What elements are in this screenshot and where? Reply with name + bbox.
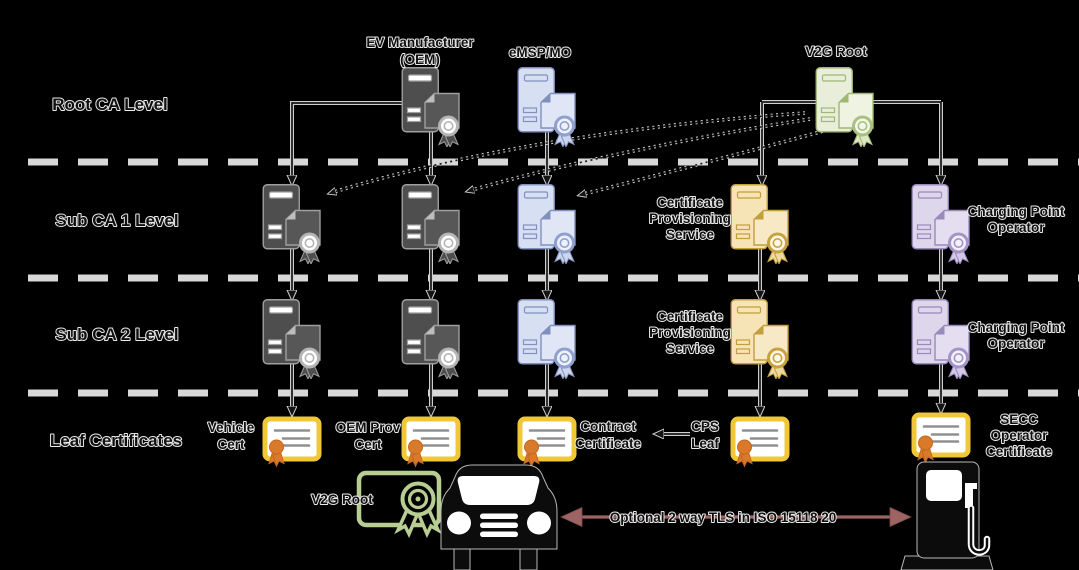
- rosette-dot: [415, 496, 421, 502]
- cpo-sub2-label-line2: Operator: [987, 336, 1045, 351]
- connector-halo-layer: [290, 100, 943, 436]
- vehicle-cert-label-line1: Vehicle: [208, 420, 255, 435]
- car-wheel-left: [453, 548, 471, 570]
- car-headlight-right: [527, 511, 551, 535]
- v2g-root-bottom-label: V2G Root: [311, 492, 373, 507]
- station-hose-core: [969, 506, 989, 554]
- level-label-root: Root CA Level: [52, 95, 168, 114]
- cps-sub1-label-line3: Service: [666, 227, 715, 242]
- cps-leaf-label-line2: Leaf: [691, 436, 719, 451]
- cps-leaf-cert-icon: [733, 419, 787, 466]
- oem-root-label-line2: (OEM): [400, 52, 440, 67]
- car-grille-bar: [480, 522, 518, 528]
- tls-arrowhead-left: [560, 506, 583, 528]
- level-label-sub2: Sub CA 2 Level: [55, 325, 178, 344]
- station-base: [900, 555, 994, 570]
- secc-cert-label-line3: Certificate: [986, 444, 1053, 459]
- cps-sub1-label-line2: Provisioning: [649, 211, 731, 226]
- v2g-root-cert-icon: [356, 470, 442, 539]
- charging-station-icon: [900, 461, 994, 570]
- contract-cert-label-line2: Certificate: [575, 436, 642, 451]
- oem-prov-cert-label-line2: Cert: [354, 437, 382, 452]
- tls-arrow: [560, 506, 912, 528]
- cps-sub2-label-line2: Provisioning: [649, 325, 731, 340]
- car-grille-bar: [480, 513, 518, 519]
- oem-root-label-line1: EV Manufacturer: [366, 35, 474, 50]
- car-headlight-left: [447, 511, 471, 535]
- level-label-leaf: Leaf Certificates: [50, 431, 182, 450]
- secc-cert-icon: [914, 415, 968, 462]
- contract-cert-label-line1: Contract: [580, 419, 636, 434]
- cpo-sub1-label-line1: Charging Point: [968, 204, 1065, 219]
- contract-cert-icon: [520, 419, 574, 466]
- tls-arrowhead-right: [889, 506, 912, 528]
- v2g-root-ca-server-icon: [816, 67, 873, 147]
- cps-leaf-label-line1: CPS: [691, 419, 719, 434]
- v2g-root-label: V2G Root: [805, 44, 867, 59]
- cpo-sub2-label-line1: Charging Point: [968, 320, 1065, 335]
- cpo-sub1-label-line2: Operator: [987, 220, 1045, 235]
- car-windshield: [457, 476, 540, 505]
- level-separator-lines: [28, 158, 1079, 397]
- car-icon: [440, 464, 558, 570]
- rosette-inner: [407, 488, 429, 510]
- cps-sub1-label-line1: Certificate: [657, 195, 724, 210]
- cps-sub2-label-line1: Certificate: [657, 309, 724, 324]
- emsp-root-label: eMSP/MO: [509, 45, 571, 60]
- car-grille-bar: [480, 531, 518, 537]
- level-label-sub1: Sub CA 1 Level: [55, 211, 178, 230]
- cps-sub2-label-line3: Service: [666, 341, 715, 356]
- secc-cert-label-line2: Operator: [990, 428, 1048, 443]
- hierarchy-connector-arrows: [291, 101, 942, 435]
- station-nozzle: [965, 483, 977, 508]
- car-wheel-right: [519, 548, 538, 570]
- vehicle-cert-label-line2: Cert: [217, 437, 245, 452]
- oem-prov-cert-label-line1: OEM Prov: [336, 420, 401, 435]
- vehicle-cert-icon: [265, 419, 319, 466]
- tls-label: Optional 2 way TLS in ISO 15118 20: [610, 510, 837, 525]
- station-screen: [926, 470, 962, 501]
- secc-cert-label-line1: SECC: [1000, 412, 1038, 427]
- oem-prov-cert-icon: [404, 419, 458, 466]
